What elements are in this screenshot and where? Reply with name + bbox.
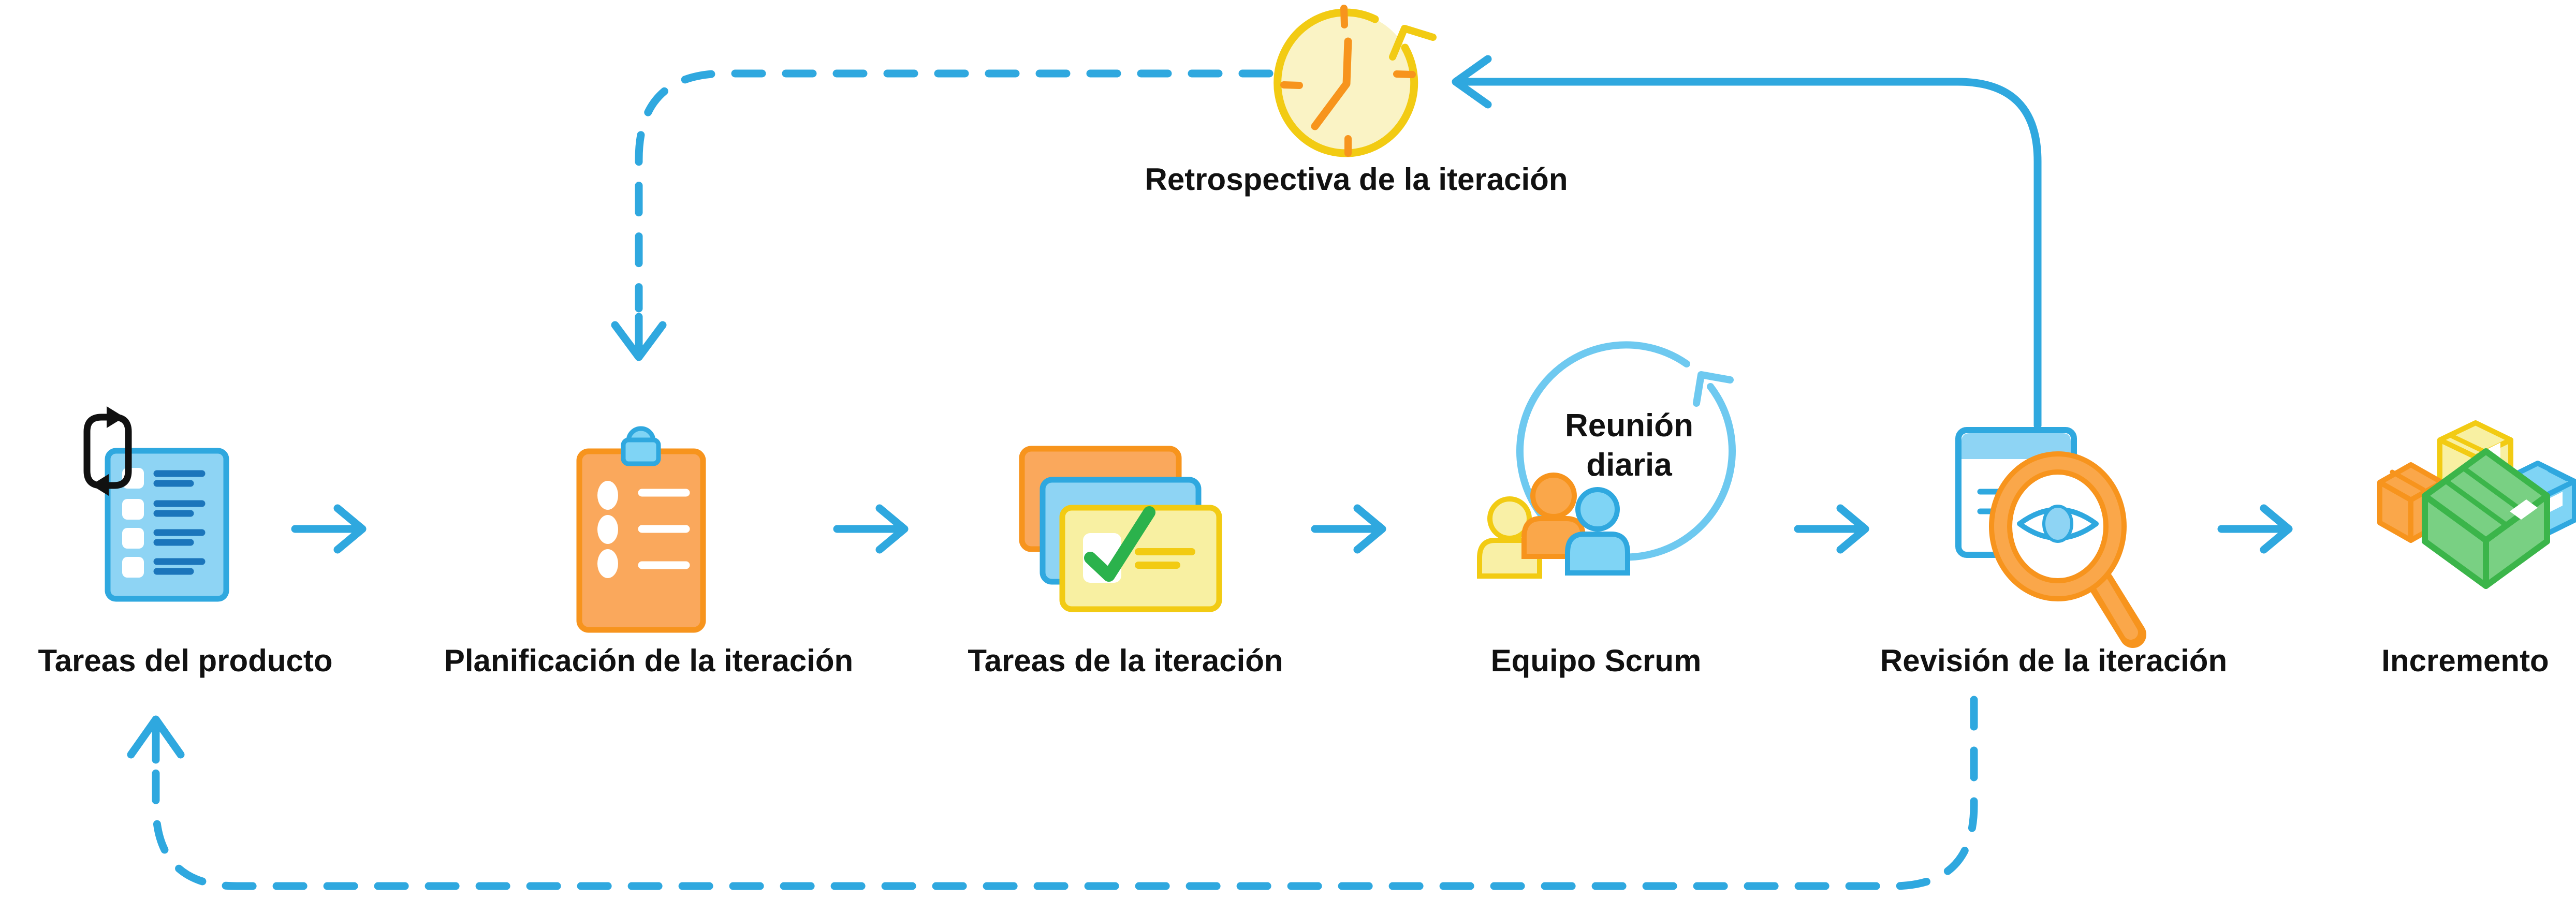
sprint-review-icon bbox=[1955, 427, 2146, 648]
person-blue-icon bbox=[1565, 487, 1630, 576]
arrow-right-5 bbox=[2217, 504, 2293, 554]
box-green bbox=[2422, 448, 2550, 589]
label-sprint-review: Revisión de la iteración bbox=[1880, 643, 2228, 678]
label-daily-meeting-line1: Reunión bbox=[1565, 408, 1693, 444]
retrospective-to-planning-dashed-arrow bbox=[611, 69, 1274, 361]
flow-arrows bbox=[291, 504, 2293, 554]
label-daily-meeting-line2: diaria bbox=[1586, 447, 1672, 483]
sync-loop-icon bbox=[83, 406, 132, 496]
magnifier-eye-icon bbox=[1989, 451, 2146, 648]
review-to-backlog-dashed-arrow bbox=[127, 696, 1978, 890]
label-sprint-planning: Planificación de la iteración bbox=[444, 643, 854, 678]
label-increment: Incremento bbox=[2381, 643, 2549, 678]
sprint-backlog-cards-icon bbox=[1019, 446, 1222, 612]
label-scrum-team: Equipo Scrum bbox=[1490, 643, 1702, 678]
review-to-retrospective-arrow bbox=[1452, 55, 2042, 430]
arrow-right-2 bbox=[833, 504, 909, 554]
arrow-right-3 bbox=[1311, 504, 1386, 554]
arrow-right-4 bbox=[1794, 504, 1869, 554]
increment-boxes-icon bbox=[2377, 420, 2576, 589]
label-product-backlog: Tareas del producto bbox=[38, 643, 333, 678]
scrum-team-icon bbox=[1477, 341, 1736, 579]
sprint-planning-clipboard-icon bbox=[576, 426, 706, 633]
label-sprint-backlog: Tareas de la iteración bbox=[968, 643, 1283, 678]
product-backlog-icon bbox=[83, 406, 229, 602]
retrospective-clock-icon bbox=[1274, 5, 1437, 157]
label-retrospective: Retrospectiva de la iteración bbox=[1145, 162, 1568, 197]
arrow-right-1 bbox=[291, 504, 367, 554]
